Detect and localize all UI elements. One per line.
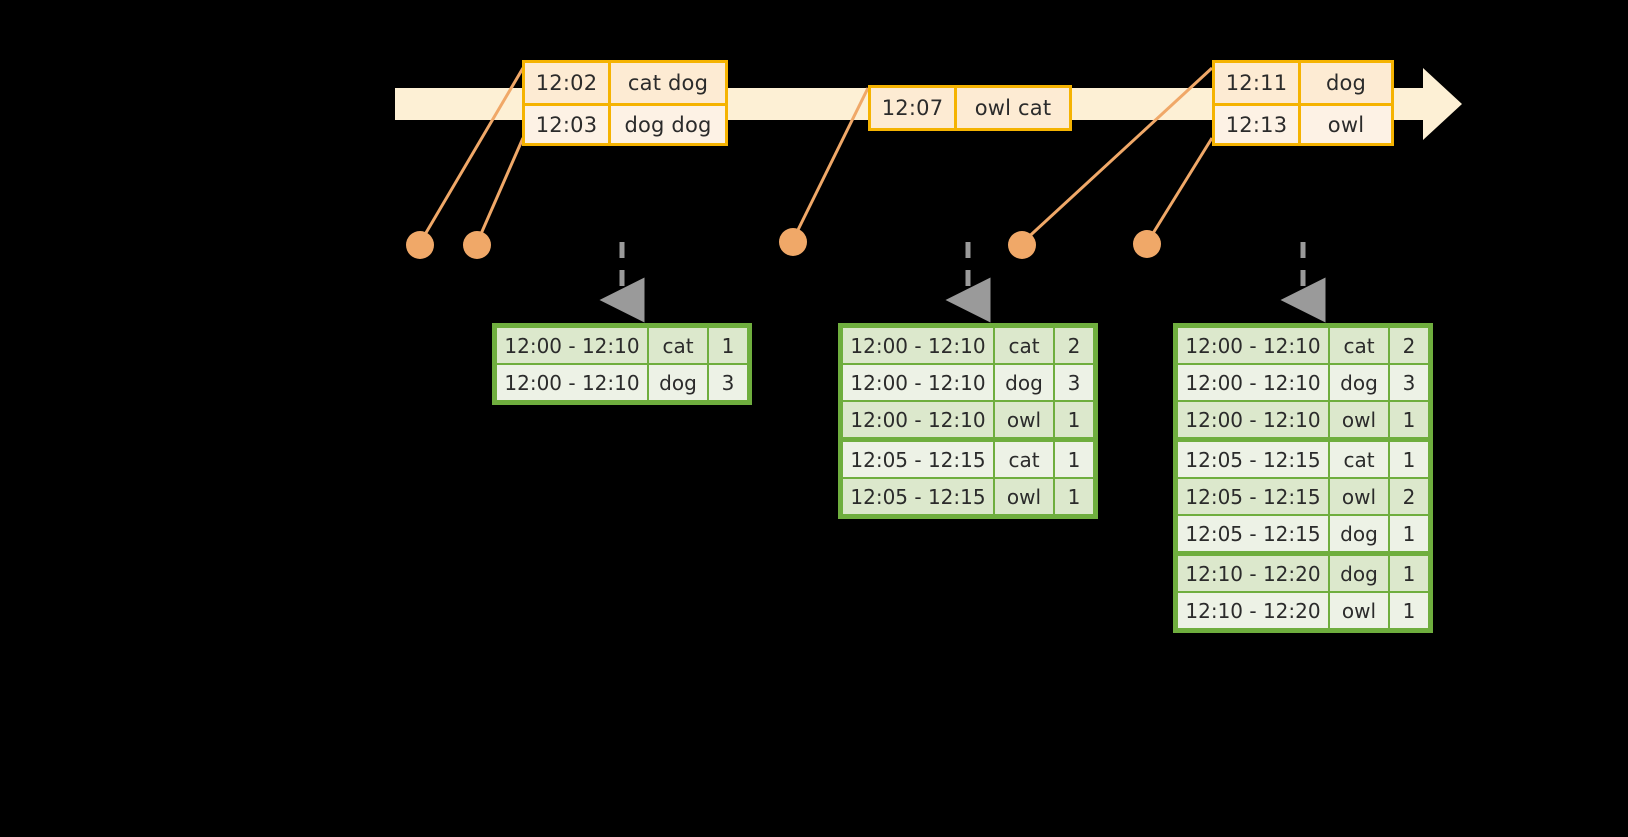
table-row[interactable]: 12:05 - 12:15 owl 2 <box>1177 478 1429 515</box>
event-time: 12:02 <box>525 63 611 103</box>
connector-dot-2 <box>463 231 491 259</box>
count-cell: 2 <box>1390 328 1428 363</box>
table-row[interactable]: 12:00 - 12:10 owl 1 <box>1177 401 1429 441</box>
count-cell: 3 <box>1390 365 1428 400</box>
word-cell: dog <box>1330 556 1388 591</box>
window-cell: 12:05 - 12:15 <box>1178 442 1328 477</box>
count-cell: 3 <box>1055 365 1093 400</box>
window-cell: 12:10 - 12:20 <box>1178 593 1328 628</box>
table-row[interactable]: 12:00 - 12:10 owl 1 <box>842 401 1094 441</box>
table-row[interactable]: 12:10 - 12:20 owl 1 <box>1177 592 1429 629</box>
word-cell: dog <box>1330 365 1388 400</box>
event-row[interactable]: 12:03 dog dog <box>525 103 725 143</box>
event-words: cat dog <box>611 63 725 103</box>
event-row[interactable]: 12:13 owl <box>1215 103 1391 143</box>
connector-dot-5 <box>1133 230 1161 258</box>
event-row[interactable]: 12:07 owl cat <box>871 88 1069 128</box>
event-words: owl <box>1301 106 1391 143</box>
window-cell: 12:00 - 12:10 <box>1178 365 1328 400</box>
connector-dot-4 <box>1008 231 1036 259</box>
count-cell: 1 <box>709 328 747 363</box>
word-cell: cat <box>1330 328 1388 363</box>
count-cell: 2 <box>1055 328 1093 363</box>
word-cell: cat <box>995 442 1053 477</box>
word-cell: dog <box>1330 516 1388 551</box>
table-row[interactable]: 12:05 - 12:15 cat 1 <box>842 441 1094 478</box>
table-row[interactable]: 12:05 - 12:15 cat 1 <box>1177 441 1429 478</box>
window-cell: 12:00 - 12:10 <box>843 328 993 363</box>
count-cell: 1 <box>1390 556 1428 591</box>
event-words: owl cat <box>957 88 1069 128</box>
table-row[interactable]: 12:05 - 12:15 owl 1 <box>842 478 1094 515</box>
window-cell: 12:00 - 12:10 <box>1178 402 1328 437</box>
table-row[interactable]: 12:05 - 12:15 dog 1 <box>1177 515 1429 555</box>
table-row[interactable]: 12:00 - 12:10 cat 2 <box>1177 327 1429 364</box>
event-time: 12:07 <box>871 88 957 128</box>
window-cell: 12:05 - 12:15 <box>1178 516 1328 551</box>
table-row[interactable]: 12:00 - 12:10 cat 2 <box>842 327 1094 364</box>
event-group-3[interactable]: 12:11 dog 12:13 owl <box>1212 60 1394 146</box>
table-row[interactable]: 12:00 - 12:10 dog 3 <box>1177 364 1429 401</box>
connector-dots <box>406 228 1161 259</box>
window-cell: 12:05 - 12:15 <box>843 479 993 514</box>
count-cell: 1 <box>1055 402 1093 437</box>
event-time: 12:11 <box>1215 63 1301 103</box>
event-group-2[interactable]: 12:07 owl cat <box>868 85 1072 131</box>
window-cell: 12:00 - 12:10 <box>497 328 647 363</box>
dashed-arrows <box>599 242 1326 323</box>
word-cell: cat <box>649 328 707 363</box>
connector-lines <box>418 66 1214 245</box>
window-cell: 12:10 - 12:20 <box>1178 556 1328 591</box>
word-cell: cat <box>995 328 1053 363</box>
word-cell: dog <box>649 365 707 400</box>
count-cell: 1 <box>1390 516 1428 551</box>
count-cell: 1 <box>1390 442 1428 477</box>
event-words: dog dog <box>611 106 725 143</box>
window-cell: 12:05 - 12:15 <box>1178 479 1328 514</box>
table-row[interactable]: 12:10 - 12:20 dog 1 <box>1177 555 1429 592</box>
window-cell: 12:00 - 12:10 <box>843 365 993 400</box>
window-cell: 12:00 - 12:10 <box>843 402 993 437</box>
event-time: 12:03 <box>525 106 611 143</box>
count-cell: 2 <box>1390 479 1428 514</box>
word-cell: cat <box>1330 442 1388 477</box>
word-cell: owl <box>995 479 1053 514</box>
event-time: 12:13 <box>1215 106 1301 143</box>
event-row[interactable]: 12:11 dog <box>1215 63 1391 103</box>
result-table-1[interactable]: 12:00 - 12:10 cat 1 12:00 - 12:10 dog 3 <box>492 323 752 405</box>
count-cell: 1 <box>1390 402 1428 437</box>
table-row[interactable]: 12:00 - 12:10 dog 3 <box>496 364 748 401</box>
count-cell: 3 <box>709 365 747 400</box>
count-cell: 1 <box>1055 479 1093 514</box>
table-row[interactable]: 12:00 - 12:10 dog 3 <box>842 364 1094 401</box>
count-cell: 1 <box>1390 593 1428 628</box>
event-words: dog <box>1301 63 1391 103</box>
window-cell: 12:00 - 12:10 <box>497 365 647 400</box>
connector-dot-1 <box>406 231 434 259</box>
word-cell: owl <box>1330 402 1388 437</box>
result-table-3[interactable]: 12:00 - 12:10 cat 2 12:00 - 12:10 dog 3 … <box>1173 323 1433 633</box>
result-table-2[interactable]: 12:00 - 12:10 cat 2 12:00 - 12:10 dog 3 … <box>838 323 1098 519</box>
count-cell: 1 <box>1055 442 1093 477</box>
event-group-1[interactable]: 12:02 cat dog 12:03 dog dog <box>522 60 728 146</box>
word-cell: owl <box>1330 479 1388 514</box>
connector-dot-3 <box>779 228 807 256</box>
word-cell: owl <box>995 402 1053 437</box>
word-cell: dog <box>995 365 1053 400</box>
table-row[interactable]: 12:00 - 12:10 cat 1 <box>496 327 748 364</box>
word-cell: owl <box>1330 593 1388 628</box>
window-cell: 12:05 - 12:15 <box>843 442 993 477</box>
window-cell: 12:00 - 12:10 <box>1178 328 1328 363</box>
event-row[interactable]: 12:02 cat dog <box>525 63 725 103</box>
